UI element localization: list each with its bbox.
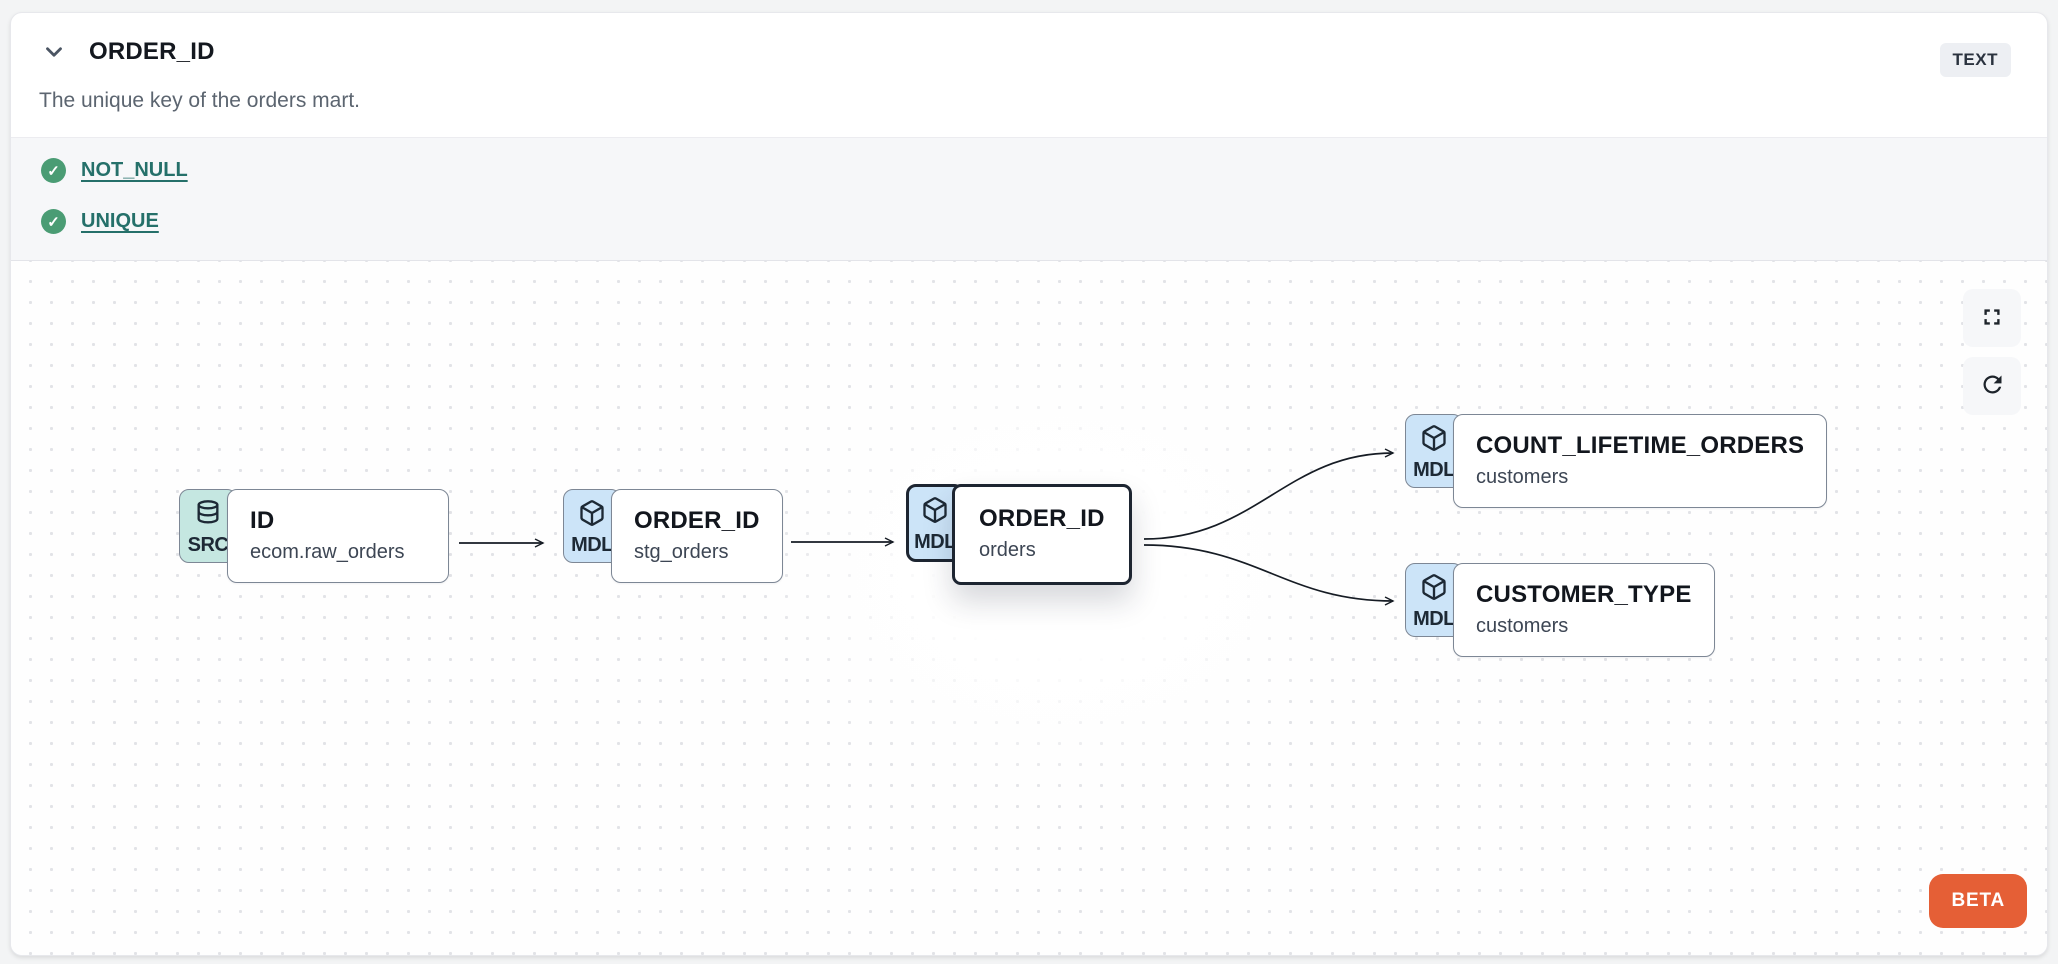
column-type-badge: TEXT (1939, 43, 2011, 77)
node-card: CUSTOMER_TYPE customers (1453, 563, 1715, 657)
tests-section: ✓ NOT_NULL ✓ UNIQUE (11, 137, 2047, 261)
node-card: COUNT_LIFETIME_ORDERS customers (1453, 414, 1828, 508)
lineage-node-stg-order-id[interactable]: MDL ORDER_ID stg_orders (563, 489, 783, 583)
test-row: ✓ UNIQUE (41, 209, 2019, 234)
node-title: CUSTOMER_TYPE (1476, 581, 1692, 608)
test-link-unique[interactable]: UNIQUE (81, 210, 159, 232)
check-circle-icon: ✓ (41, 158, 66, 183)
node-kind-label: SRC (187, 534, 229, 556)
column-title: ORDER_ID (89, 38, 215, 65)
node-subtitle: ecom.raw_orders (250, 541, 405, 563)
cube-icon (921, 496, 949, 529)
lineage-edges (459, 261, 2047, 955)
column-description: The unique key of the orders mart. (39, 89, 360, 112)
node-kind-label: MDL (914, 531, 956, 553)
cube-icon (578, 499, 606, 532)
node-card: ID ecom.raw_orders (227, 489, 449, 583)
lineage-node-src-id[interactable]: SRC ID ecom.raw_orders (179, 489, 449, 583)
canvas-controls (1963, 289, 2021, 415)
check-circle-icon: ✓ (41, 209, 66, 234)
node-kind-label: MDL (1413, 459, 1455, 481)
node-title: ORDER_ID (979, 505, 1105, 532)
lineage-node-orders-order-id[interactable]: MDL ORDER_ID orders (906, 484, 1132, 585)
cube-icon (1420, 573, 1448, 606)
node-subtitle: orders (979, 539, 1036, 561)
test-link-not-null[interactable]: NOT_NULL (81, 159, 188, 181)
column-details-panel: ORDER_ID TEXT The unique key of the orde… (10, 12, 2048, 956)
node-title: ID (250, 507, 275, 534)
column-header: ORDER_ID TEXT The unique key of the orde… (11, 13, 2047, 137)
refresh-button[interactable] (1963, 357, 2021, 415)
beta-badge: BETA (1929, 874, 2027, 928)
chevron-down-icon[interactable] (39, 37, 69, 67)
node-card: ORDER_ID stg_orders (611, 489, 783, 583)
fullscreen-button[interactable] (1963, 289, 2021, 347)
node-subtitle: customers (1476, 466, 1569, 488)
node-subtitle: stg_orders (634, 541, 729, 563)
node-title: ORDER_ID (634, 507, 760, 534)
test-row: ✓ NOT_NULL (41, 158, 2019, 183)
lineage-node-customer-type[interactable]: MDL CUSTOMER_TYPE customers (1405, 563, 1715, 657)
fullscreen-icon (1979, 304, 2005, 333)
node-card: ORDER_ID orders (952, 484, 1132, 585)
node-kind-label: MDL (571, 534, 613, 556)
node-subtitle: customers (1476, 615, 1569, 637)
node-title: COUNT_LIFETIME_ORDERS (1476, 432, 1805, 459)
lineage-node-count-lifetime-orders[interactable]: MDL COUNT_LIFETIME_ORDERS customers (1405, 414, 1828, 508)
cube-icon (1420, 424, 1448, 457)
database-icon (194, 499, 222, 532)
refresh-icon (1979, 371, 2006, 401)
node-kind-label: MDL (1413, 608, 1455, 630)
lineage-canvas[interactable]: SRC ID ecom.raw_orders MDL ORDER_ID stg_… (11, 261, 2047, 955)
